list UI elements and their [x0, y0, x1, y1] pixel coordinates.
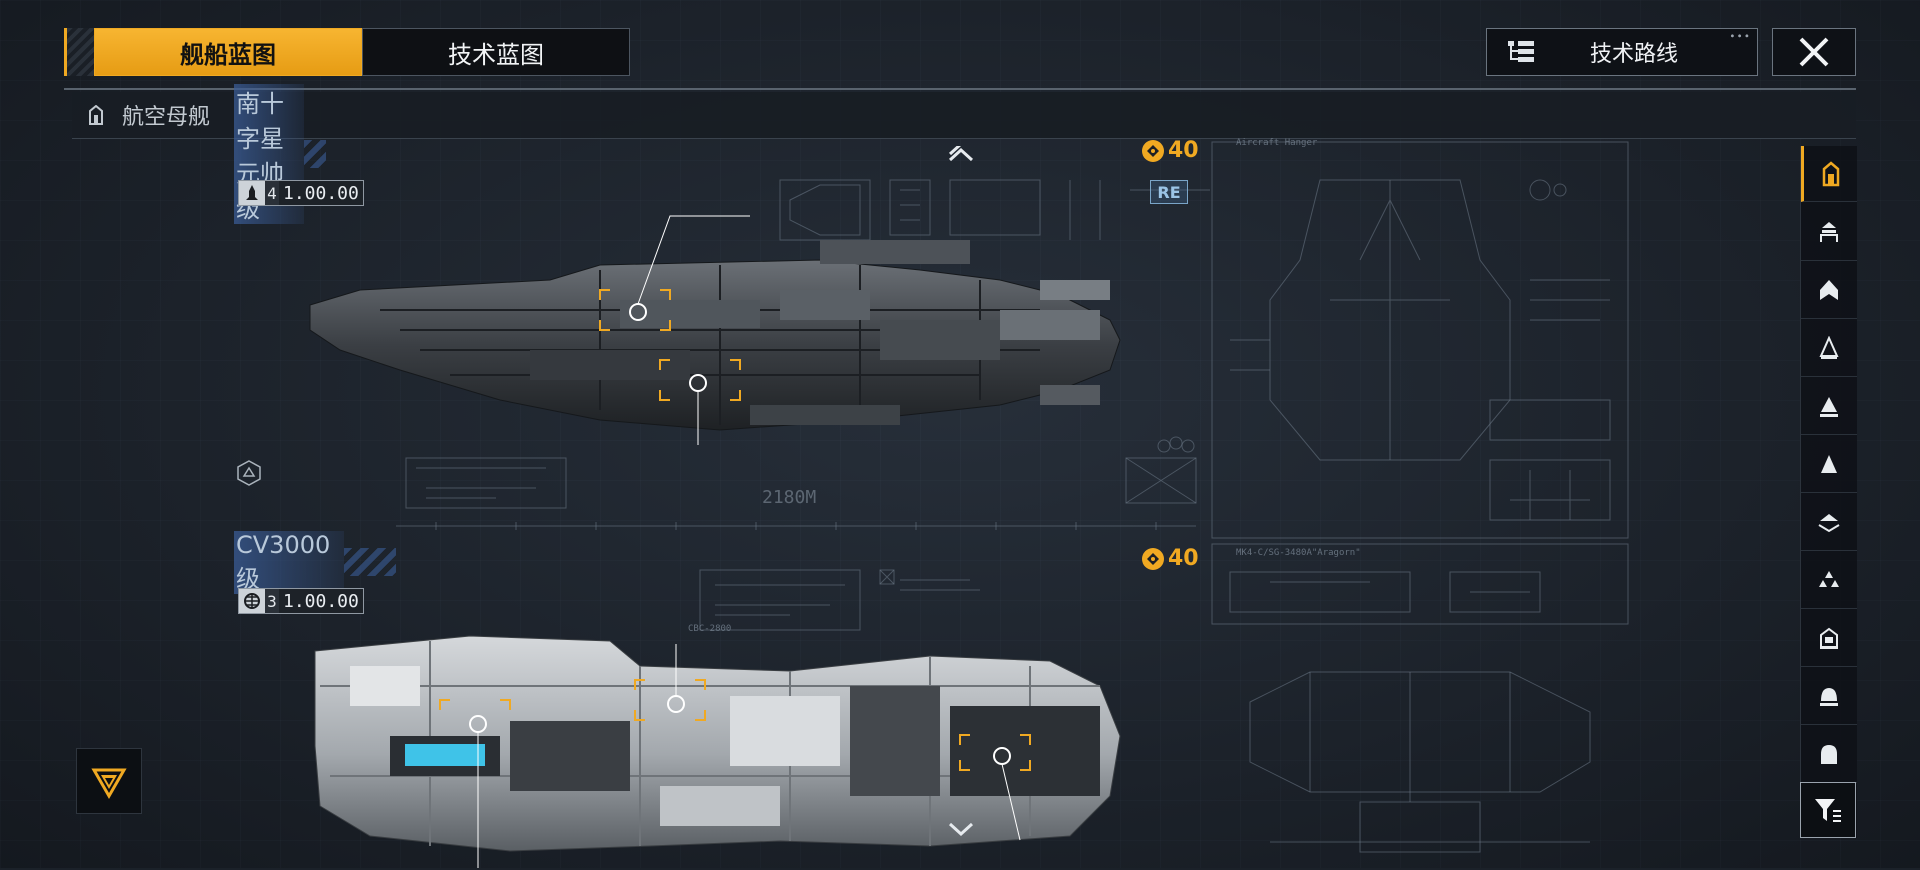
- hardpoint-markers: [439, 644, 1031, 868]
- rank-badge-button[interactable]: [76, 748, 142, 814]
- corner-dots: ∙∙∙: [1729, 31, 1751, 42]
- header-divider: [64, 88, 1856, 90]
- ship-name-bar: CV3000级: [234, 530, 397, 594]
- blueprint-label: MK4-C/SG-3480A"Aragorn": [1236, 548, 1361, 558]
- layered-icon: [1818, 514, 1840, 533]
- tab-label: 舰船蓝图: [180, 40, 276, 69]
- hardpoint-markers: [599, 215, 750, 445]
- category-label: 航空母舰: [122, 105, 211, 130]
- tab-tech-blueprint[interactable]: 技术蓝图: [362, 28, 630, 76]
- cost-value: 40: [1168, 138, 1199, 163]
- carrier-icon: [1822, 160, 1839, 186]
- ship-stat-value: 1.00.00: [279, 589, 363, 613]
- base-icon: [1820, 627, 1838, 649]
- tab-ship-blueprint[interactable]: 舰船蓝图: [94, 28, 362, 76]
- filter-icon: [1815, 799, 1841, 822]
- ship-stats: 3 1.00.00: [238, 588, 364, 614]
- scroll-up-button[interactable]: [946, 144, 976, 164]
- ship-tier: 3: [265, 589, 279, 613]
- tab-stripe-decoration: [64, 28, 94, 76]
- rail-item-capsule[interactable]: [1801, 726, 1857, 783]
- cluster-icon: [1819, 571, 1839, 587]
- category-bar: 航空母舰: [72, 92, 1856, 139]
- chevron-up-icon: [948, 146, 974, 162]
- dome-icon: [1820, 688, 1838, 706]
- ship-cost: 40: [1142, 138, 1199, 163]
- battlecruiser-icon: [1820, 280, 1838, 300]
- cruiser-up-icon: [1820, 222, 1838, 242]
- blueprint-fragments-lower: [699, 569, 980, 631]
- cost-emblem-icon: [1142, 547, 1164, 570]
- rocket-icon: [239, 181, 265, 205]
- rail-item-dome[interactable]: [1801, 668, 1857, 725]
- rail-item-destroyer[interactable]: [1801, 378, 1857, 435]
- tree-list-icon: [1501, 32, 1541, 72]
- ship-cost: 40: [1142, 546, 1199, 571]
- cost-value: 40: [1168, 546, 1199, 571]
- blueprint-fragments-mid: [396, 436, 1197, 530]
- rail-item-layered[interactable]: [1801, 494, 1857, 551]
- blueprint-diagram-top: [1211, 141, 1629, 539]
- ship-tier: 4: [265, 181, 279, 205]
- blueprint-label: CBC-2800: [688, 624, 732, 634]
- corvette-icon: [1821, 455, 1837, 473]
- rail-item-base[interactable]: [1801, 610, 1857, 667]
- ship-name: CV3000级: [234, 530, 345, 594]
- tech-route-button[interactable]: 技术路线 ∙∙∙: [1486, 28, 1758, 76]
- rail-item-corvette[interactable]: [1801, 436, 1857, 493]
- frigate-icon: [1819, 336, 1839, 359]
- name-bar-hatch: [303, 140, 326, 168]
- blueprint-diagram-bottom: [1211, 543, 1629, 853]
- ship-image: [309, 240, 1121, 431]
- ship-length-label: 2180M: [762, 487, 817, 508]
- carrier-icon: [84, 103, 108, 127]
- hexagon-icon[interactable]: [236, 460, 262, 490]
- ship-image: [314, 635, 1121, 852]
- chevron-down-icon: [948, 822, 974, 836]
- tech-route-label: 技术路线: [1589, 42, 1678, 67]
- cost-emblem-icon: [1142, 139, 1164, 162]
- close-icon: [1799, 37, 1829, 67]
- ship-type-rail: [1800, 146, 1857, 838]
- ship-name-bar: 南十字星元帅级: [234, 84, 326, 224]
- name-bar-hatch: [344, 548, 397, 576]
- rail-item-battlecruiser[interactable]: [1801, 262, 1857, 319]
- rail-item-cruiser[interactable]: [1801, 204, 1857, 261]
- close-button[interactable]: [1772, 28, 1856, 76]
- destroyer-icon: [1820, 397, 1838, 417]
- scroll-down-button[interactable]: [946, 818, 976, 838]
- blueprint-tabs: 舰船蓝图 技术蓝图: [64, 28, 630, 76]
- rail-item-carrier[interactable]: [1801, 146, 1857, 202]
- filter-button[interactable]: [1800, 782, 1856, 838]
- rail-item-frigate[interactable]: [1801, 320, 1857, 377]
- ship-stat-value: 1.00.00: [279, 181, 363, 205]
- ship-stats: 4 1.00.00: [238, 180, 364, 206]
- globe-icon: [239, 589, 265, 613]
- tab-label: 技术蓝图: [448, 40, 544, 69]
- rank-emblem-icon: [91, 768, 127, 800]
- capsule-icon: [1821, 745, 1837, 764]
- re-badge: RE: [1150, 180, 1188, 204]
- rail-item-cluster[interactable]: [1801, 552, 1857, 609]
- blueprint-label: Aircraft Hanger: [1236, 138, 1318, 148]
